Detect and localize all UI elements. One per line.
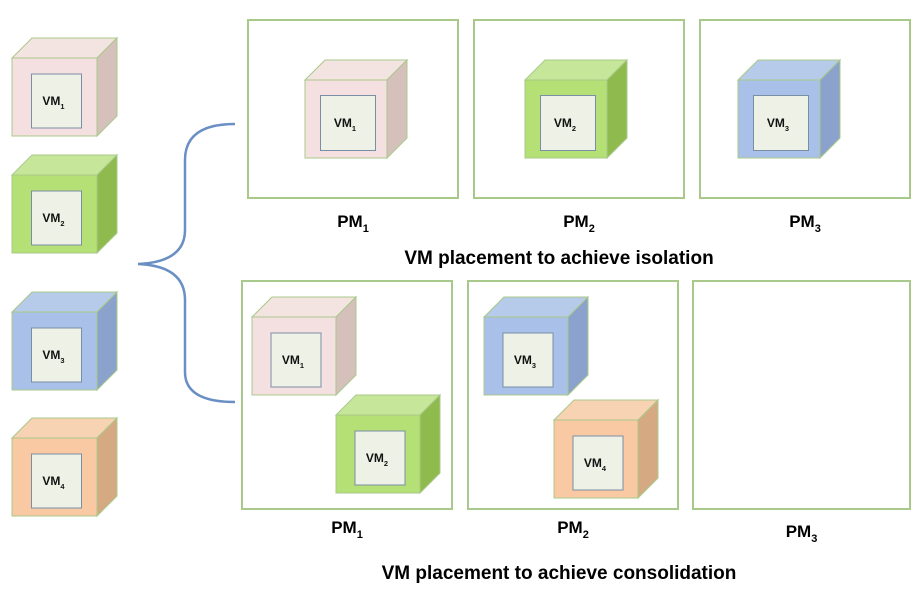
- pm-box: [692, 280, 911, 510]
- vm-label: VM1: [282, 353, 304, 370]
- vm-label: VM3: [767, 116, 789, 133]
- vm-label-box: [270, 332, 322, 388]
- vm-label: VM2: [42, 211, 64, 228]
- vm-cube-vm3: VM3: [736, 58, 842, 160]
- vm-label-box: [572, 435, 624, 491]
- vm-label: VM4: [42, 474, 65, 491]
- vm-label-box: [354, 430, 406, 486]
- vm-cube-vm2: VM2: [523, 58, 629, 160]
- consolidation-pm-3: PM3: [692, 280, 911, 545]
- vm-cube-vm2: VM2: [334, 393, 442, 495]
- vm-label-box: [31, 327, 82, 383]
- pm-label: PM1: [337, 212, 369, 235]
- vm-cube-vm1: VM1: [250, 295, 358, 397]
- vm-label-box: [31, 453, 82, 509]
- vm-label: VM1: [42, 94, 64, 111]
- vm-label-box: [320, 95, 376, 151]
- pm-label: PM2: [557, 518, 589, 541]
- vm-label: VM1: [334, 116, 356, 133]
- vm-cube-vm1: VM1: [10, 36, 119, 138]
- vm-label-box: [753, 95, 809, 151]
- vm-label-box: [31, 73, 82, 129]
- vm-label: VM4: [584, 456, 607, 473]
- branch-bracket: [137, 122, 236, 404]
- vm-cube-vm4: VM4: [10, 416, 119, 518]
- vm-label-box: [31, 190, 82, 246]
- vm-cube-vm1: VM1: [303, 58, 409, 160]
- vm-label: VM2: [366, 451, 388, 468]
- vm-label-box: [502, 332, 554, 388]
- vm-cube-vm3: VM3: [482, 295, 590, 397]
- pm-label: PM3: [789, 212, 821, 235]
- vm-cube-vm3: VM3: [10, 290, 119, 392]
- pm-label: PM1: [331, 518, 363, 541]
- vm-label: VM3: [514, 353, 536, 370]
- consolidation-caption: VM placement to achieve consolidation: [382, 563, 737, 584]
- vm-label: VM3: [42, 348, 64, 365]
- pm-label: PM2: [563, 212, 595, 235]
- vm-label-box: [540, 95, 596, 151]
- vm-label: VM2: [554, 116, 576, 133]
- vm-cube-vm2: VM2: [10, 153, 119, 255]
- isolation-caption: VM placement to achieve isolation: [404, 248, 713, 269]
- vm-cube-vm4: VM4: [552, 398, 660, 500]
- pm-label: PM3: [786, 522, 818, 545]
